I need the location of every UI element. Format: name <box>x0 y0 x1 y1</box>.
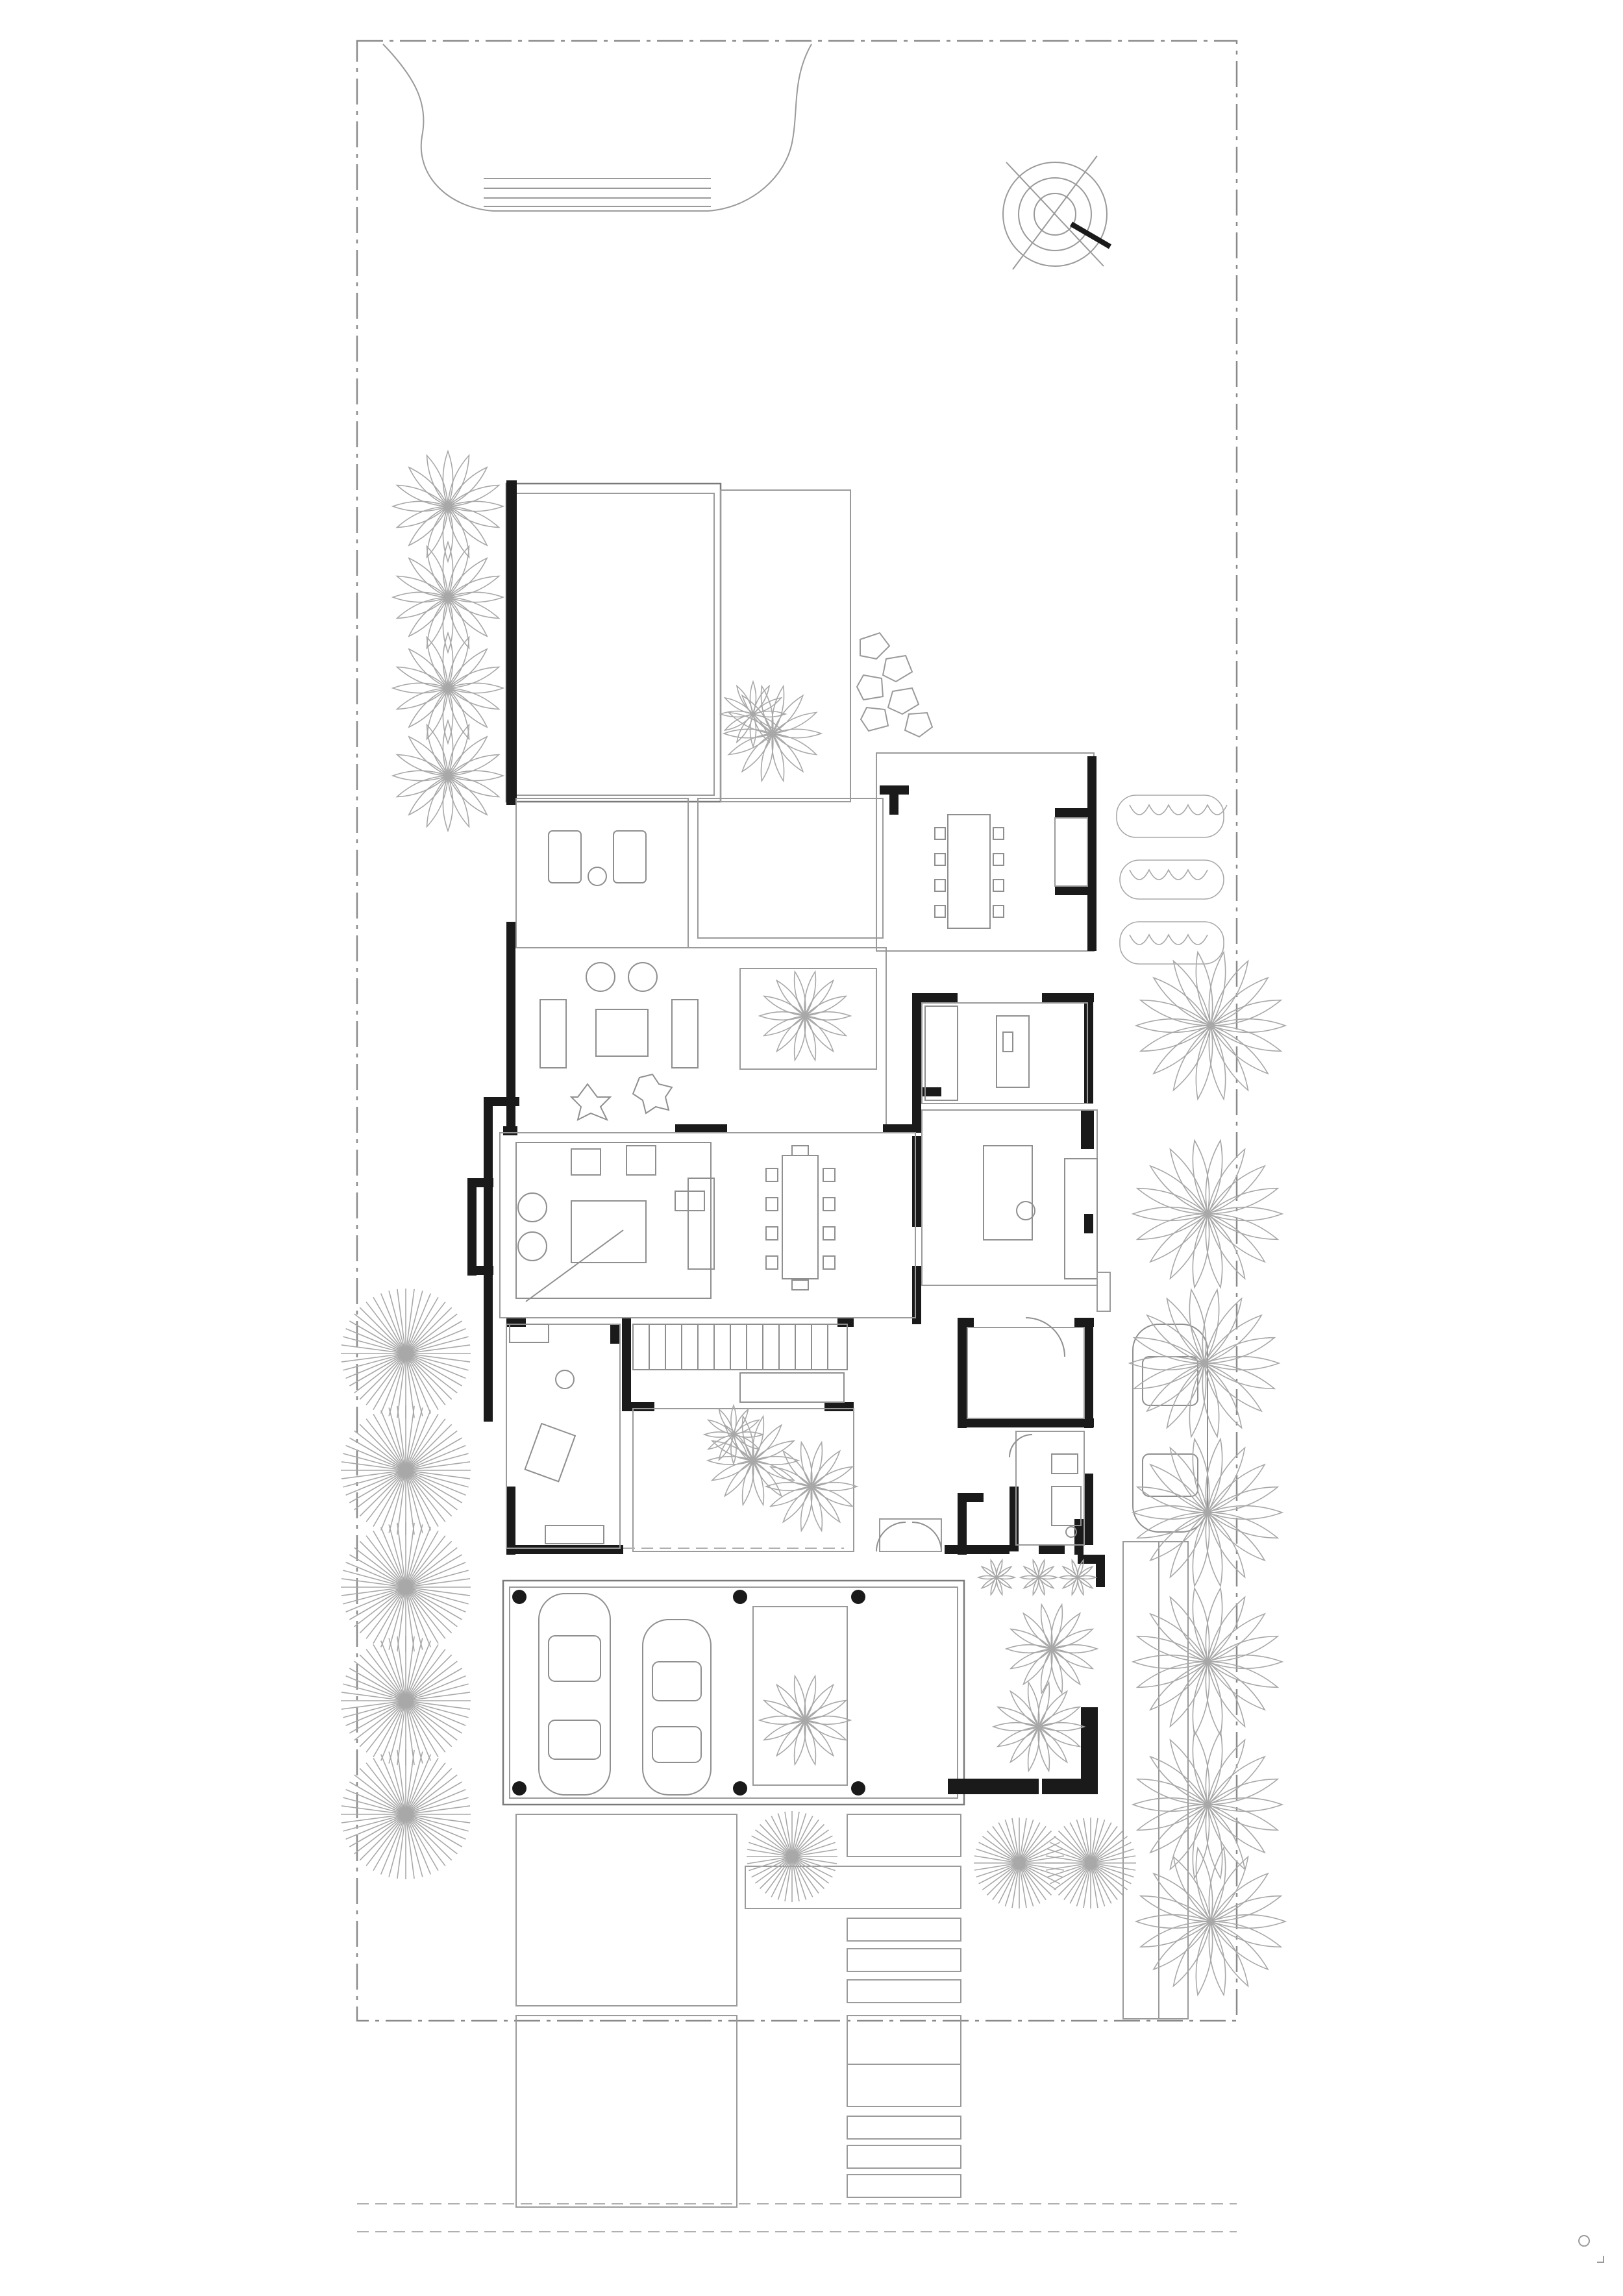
stair-icon <box>632 1324 848 1403</box>
hedge-row <box>1116 795 1228 965</box>
kitchen-island <box>983 1145 1098 1279</box>
tree-icon <box>1128 1288 1281 1438</box>
terrace-planter <box>739 968 877 1070</box>
lounge-chair-icon <box>548 830 647 886</box>
tree-icon <box>341 1636 471 1766</box>
service-walls <box>945 1318 1105 1587</box>
tree-icon <box>1131 1586 1284 1737</box>
outdoor-furniture <box>539 962 699 1121</box>
deck-area <box>697 798 884 939</box>
shrub-icon <box>976 1559 1017 1596</box>
stepping-stones <box>856 632 934 738</box>
north-arrow-icon <box>1002 155 1112 270</box>
shrub-icon <box>719 680 787 748</box>
corner-mark <box>1578 2235 1604 2263</box>
pool-outline <box>382 43 812 212</box>
pool-steps <box>484 178 711 207</box>
dining-pavilion <box>876 752 1095 952</box>
front-walls <box>948 1707 1098 1794</box>
pavilion-walls <box>880 756 1096 951</box>
tree-icon <box>1134 950 1287 1101</box>
tv-room-furniture <box>924 1006 1030 1101</box>
tree-icon <box>1131 1729 1284 1880</box>
dining-table-icon <box>934 814 1004 929</box>
shrub-icon <box>1058 1559 1098 1596</box>
tree-icon <box>764 1440 859 1533</box>
tree-icon <box>1134 1846 1287 1997</box>
tree-icon <box>706 1414 800 1507</box>
carport-inner <box>509 1586 958 1799</box>
tree-icon <box>1131 1437 1284 1588</box>
tree-icon <box>341 1749 471 1879</box>
tree-icon <box>391 631 505 745</box>
tree-icon <box>341 1522 471 1652</box>
shrub-icon <box>722 684 823 783</box>
office-furniture <box>509 1324 604 1544</box>
entry-door <box>879 1518 942 1552</box>
tree-icon <box>391 540 505 654</box>
car-icon <box>642 1619 712 1796</box>
shrub-icon <box>702 1403 765 1466</box>
shrub-icon <box>974 1818 1065 1908</box>
lounge-terrace <box>515 798 689 948</box>
shrub-icon <box>1045 1818 1136 1908</box>
dining-table-icon <box>765 1145 836 1290</box>
site-boundary <box>356 40 1238 2022</box>
living-room <box>499 1132 916 1318</box>
bathroom-fixtures <box>1009 1317 1082 1538</box>
carport-planter <box>752 1606 848 1786</box>
laundry <box>967 1327 1085 1419</box>
courtyard <box>632 1408 854 1552</box>
carport <box>502 1579 965 1806</box>
shrub-icon <box>747 1811 837 1902</box>
tree-group <box>341 449 1287 1997</box>
tree-icon <box>391 449 505 563</box>
car-icon <box>538 1593 611 1796</box>
tv-room <box>921 1002 1088 1104</box>
tree-icon <box>758 970 852 1062</box>
tree-icon <box>391 719 505 833</box>
tree-icon <box>341 1289 471 1418</box>
pergola-roof <box>505 480 851 805</box>
kitchen <box>921 1109 1098 1286</box>
office <box>506 1324 621 1549</box>
living-furniture <box>515 1142 715 1302</box>
carport-columns <box>512 1590 865 1796</box>
side-gate <box>1096 1272 1111 1312</box>
tree-icon <box>1131 1139 1284 1289</box>
bathroom <box>1015 1431 1085 1546</box>
exterior-walls <box>467 993 1094 1555</box>
shrub-icon <box>1019 1559 1059 1596</box>
tree-icon <box>341 1405 471 1535</box>
tree-icon <box>1004 1603 1099 1695</box>
tree-icon <box>991 1681 1086 1773</box>
tree-icon <box>758 1674 852 1766</box>
driveway-slabs <box>515 1814 961 2208</box>
